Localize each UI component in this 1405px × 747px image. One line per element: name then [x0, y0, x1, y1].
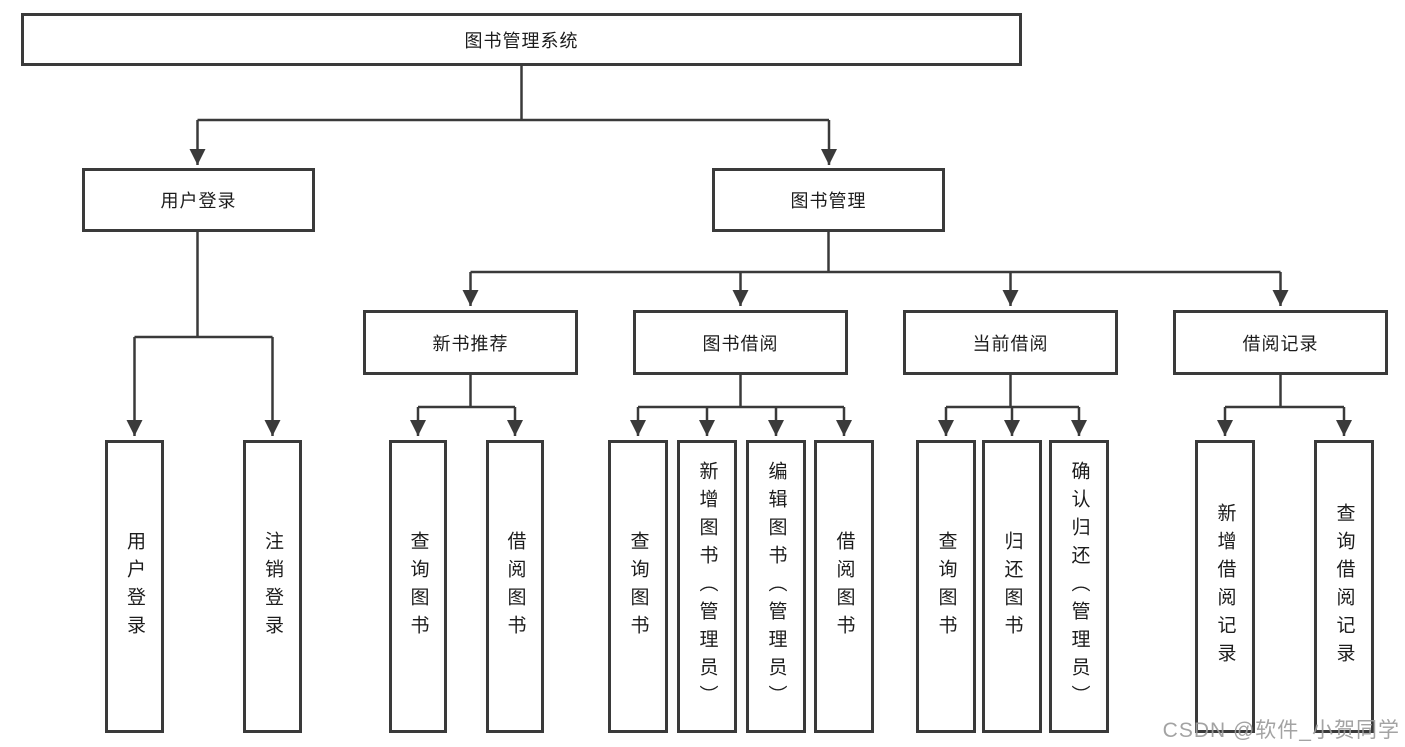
node-label: 当前借阅 — [972, 333, 1049, 354]
node-label: 图书借阅 — [702, 333, 779, 354]
node-library-management-system: 图书管理系统 — [21, 13, 1022, 66]
leaf-borrow-books-1: 借阅图书 — [486, 440, 544, 733]
node-user-login-module: 用户登录 — [82, 168, 315, 232]
leaf-query-books-2: 查询图书 — [608, 440, 668, 733]
leaf-label: 借阅图书 — [833, 530, 855, 643]
leaf-label: 查询图书 — [627, 530, 649, 643]
csdn-watermark: CSDN @软件_小贺同学 — [1162, 719, 1400, 742]
leaf-label: 编辑图书（管理员） — [765, 460, 787, 713]
level3-to-leaf-connectors — [409, 375, 1353, 436]
leaf-edit-book-admin: 编辑图书（管理员） — [746, 440, 806, 733]
node-label: 新书推荐 — [432, 333, 509, 354]
leaf-label: 归还图书 — [1001, 530, 1023, 643]
node-book-borrowing: 图书借阅 — [633, 310, 848, 375]
book-management-branch-connector — [462, 232, 1289, 306]
leaf-add-book-admin: 新增图书（管理员） — [677, 440, 737, 733]
leaf-user-login: 用户登录 — [105, 440, 164, 733]
leaf-return-book: 归还图书 — [982, 440, 1042, 733]
node-label: 借阅记录 — [1242, 333, 1319, 354]
leaf-label: 注销登录 — [262, 530, 283, 643]
node-new-book-recommend: 新书推荐 — [363, 310, 578, 375]
node-current-borrowing: 当前借阅 — [903, 310, 1118, 375]
leaf-logout: 注销登录 — [243, 440, 302, 733]
leaf-confirm-return-admin: 确认归还（管理员） — [1049, 440, 1109, 733]
root-to-level2-connector — [189, 65, 838, 165]
leaf-label: 借阅图书 — [504, 530, 526, 643]
leaf-label: 新增图书（管理员） — [696, 460, 718, 713]
leaf-query-books-1: 查询图书 — [389, 440, 447, 733]
node-borrowing-records: 借阅记录 — [1173, 310, 1388, 375]
node-label: 图书管理系统 — [464, 30, 579, 51]
leaf-query-borrow-record: 查询借阅记录 — [1314, 440, 1374, 733]
node-book-management-module: 图书管理 — [712, 168, 945, 232]
leaf-query-books-3: 查询图书 — [916, 440, 976, 733]
node-label: 用户登录 — [160, 191, 237, 211]
leaf-label: 查询图书 — [935, 530, 957, 643]
leaf-borrow-books-2: 借阅图书 — [814, 440, 874, 733]
leaf-add-borrow-record: 新增借阅记录 — [1195, 440, 1255, 733]
user-login-branch-connector — [126, 232, 281, 436]
leaf-label: 用户登录 — [124, 530, 145, 643]
leaf-label: 新增借阅记录 — [1214, 502, 1236, 671]
leaf-label: 确认归还（管理员） — [1068, 460, 1090, 713]
leaf-label: 查询借阅记录 — [1333, 502, 1355, 671]
node-label: 图书管理 — [790, 191, 867, 211]
leaf-label: 查询图书 — [407, 530, 429, 643]
